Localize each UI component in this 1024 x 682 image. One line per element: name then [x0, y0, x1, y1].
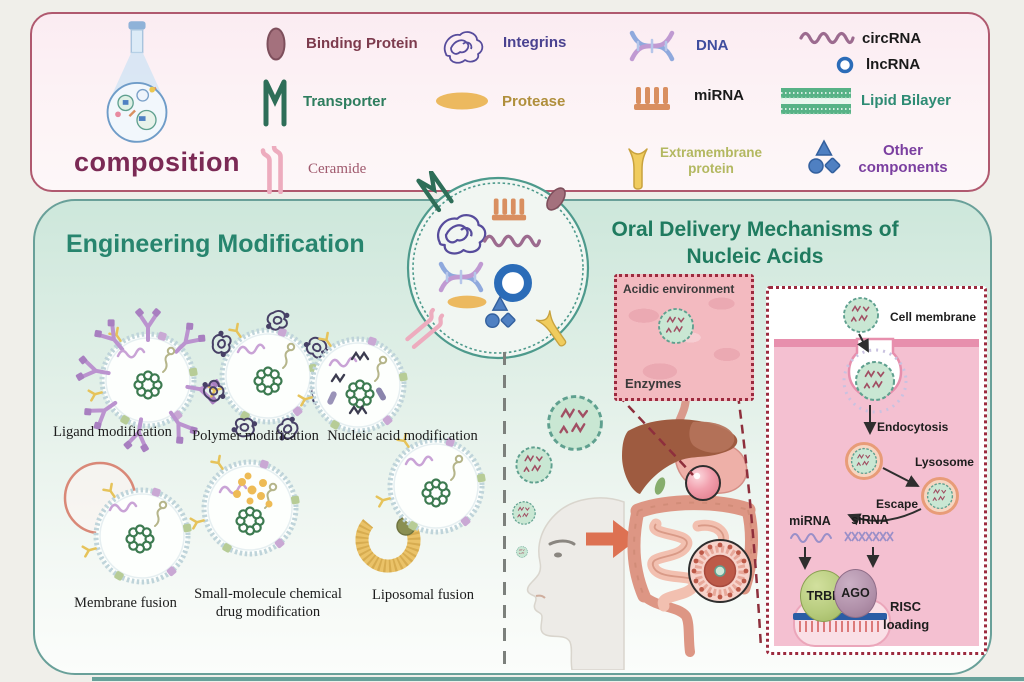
endocytosis-label: Endocytosis: [877, 420, 949, 434]
legend-dna: DNA: [696, 37, 729, 54]
extramembrane-protein-icon: [628, 148, 648, 190]
legend-other-components: Other components: [858, 142, 948, 177]
lips: [535, 594, 546, 599]
engineering-title: Engineering Modification: [66, 230, 365, 258]
risc-label-line2: loading: [883, 617, 930, 632]
label-small-molecule-drug: Small-molecule chemical drug modificatio…: [194, 586, 342, 621]
flask-icon: [105, 20, 169, 144]
acidic-environment-label: Acidic environment: [623, 282, 735, 296]
risc-label-line1: RISC: [890, 599, 922, 614]
oral-title-line2: Nucleic Acids: [686, 245, 824, 269]
other-components-icon: [808, 140, 842, 175]
lysosome-vesicle: [921, 477, 959, 515]
legend-circrna: circRNA: [862, 30, 922, 47]
clathrin-coat: [842, 348, 908, 414]
legend-lncrna: lncRNA: [866, 56, 921, 73]
legend-transporter: Transporter: [303, 93, 387, 110]
oral-title: Oral Delivery Mechanisms of Nucleic Acid…: [600, 216, 910, 271]
legend-protease: Protease: [502, 93, 566, 110]
risc-teeth: [799, 621, 881, 632]
composition-title: composition: [74, 147, 240, 177]
eye: [554, 552, 562, 558]
ceramide-icon: [258, 146, 292, 194]
legend-extramembrane-protein: Extramembrane protein: [659, 145, 763, 176]
stomach-environment-box: Acidic environment Enzymes: [614, 274, 754, 401]
legend-lipid-bilayer: Lipid Bilayer: [861, 92, 952, 109]
escape-label: Escape: [876, 497, 919, 511]
lipid-bilayer-icon: [780, 87, 852, 115]
sirna-label: siRNA: [851, 513, 889, 527]
legend-binding-protein: Binding Protein: [306, 35, 418, 52]
gallbladder: [654, 477, 666, 495]
dna-icon: [628, 27, 676, 65]
ago-protein: AGO: [834, 569, 877, 618]
small-molecule-drug-vesicle: [189, 454, 302, 583]
sirna-strand: [844, 531, 894, 542]
label-polymer-modification: Polymer modification: [192, 428, 319, 444]
mirna-label: miRNA: [789, 514, 831, 528]
lncrna-icon: [836, 56, 854, 74]
legend-mirna: miRNA: [694, 87, 745, 104]
integrins-icon: [443, 31, 484, 64]
transporter-icon: [260, 78, 290, 128]
vesicle-outside-cell: [843, 297, 879, 333]
label-liposomal-fusion: Liposomal fusion: [372, 587, 474, 603]
legend-integrins: Integrins: [503, 34, 567, 51]
mirna-strand: [790, 533, 832, 543]
enzymes-label: Enzymes: [625, 376, 682, 392]
oral-title-line1: Oral Delivery Mechanisms of: [611, 218, 899, 241]
membrane-fusion-vesicle: [63, 461, 194, 608]
section-divider: [503, 352, 506, 668]
label-ligand-modification: Ligand modification: [53, 424, 172, 440]
legend-ceramide: Ceramide: [308, 161, 367, 177]
cell-membrane-label: Cell membrane: [890, 310, 977, 324]
digestive-system: [622, 396, 758, 657]
lysosome-label: Lysosome: [915, 455, 974, 469]
liposomal-fusion-vesicle: [355, 432, 488, 573]
central-vesicle: [399, 171, 590, 360]
cell-uptake-inset: Cell membrane Endocytosis Lysosome Escap…: [766, 286, 987, 655]
mirna-icon: [634, 87, 670, 110]
magnifier-connectors: [617, 394, 763, 649]
label-membrane-fusion: Membrane fusion: [74, 595, 177, 611]
vesicle-in-stomach: [658, 308, 694, 344]
vesicle-in-pocket: [854, 360, 896, 402]
nucleic-acid-modification-vesicle: [297, 331, 410, 460]
intestine-magnifier: [688, 539, 752, 603]
eyebrow: [548, 539, 576, 546]
protease-icon: [436, 92, 488, 110]
risc-bar: [793, 613, 887, 620]
bottom-edge-line: [92, 677, 1024, 681]
label-nucleic-acid-modification: Nucleic acid modification: [327, 428, 478, 444]
binding-protein-icon: [266, 27, 286, 61]
drug-dots: [233, 472, 273, 508]
circrna-icon: [799, 31, 855, 45]
endosome: [845, 442, 883, 480]
